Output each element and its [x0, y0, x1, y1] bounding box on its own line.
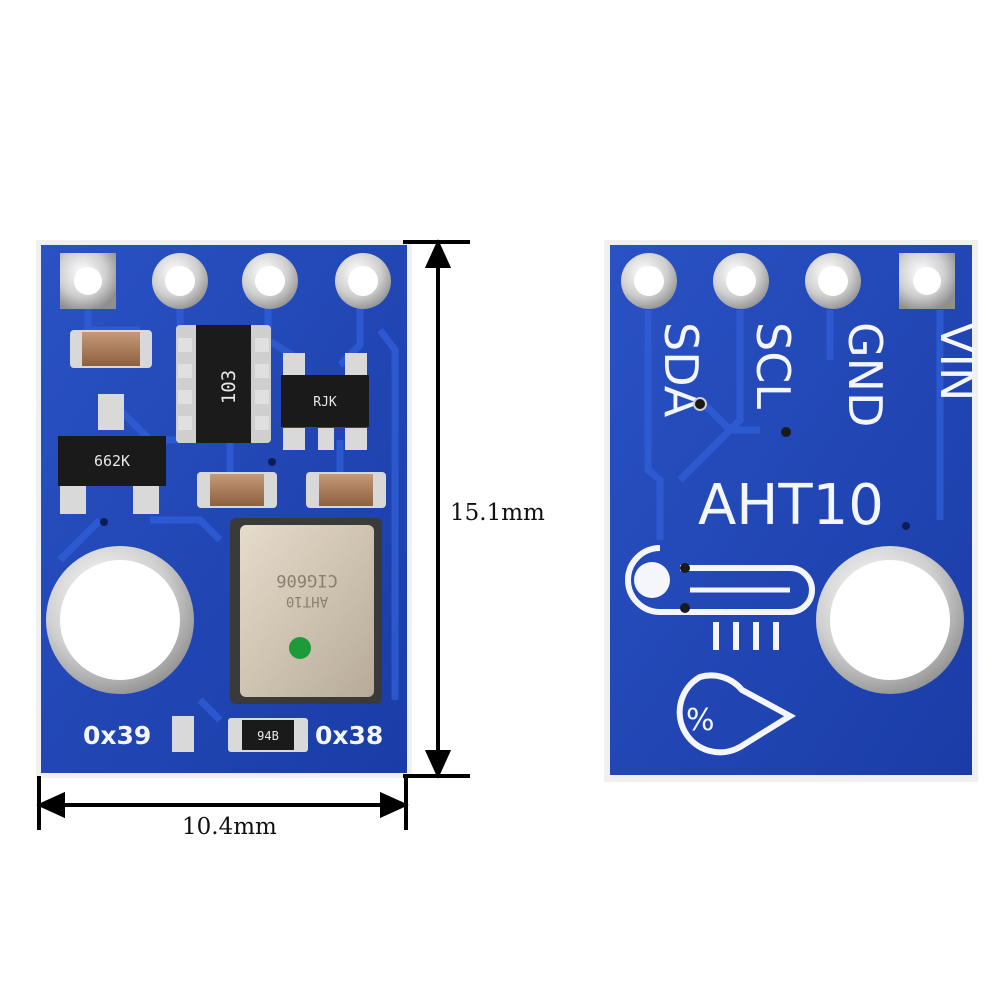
- via: [268, 458, 276, 466]
- sensor-marking-line2: AHT10: [286, 593, 328, 609]
- humidity-drop-icon: %: [676, 672, 796, 756]
- back-board: SDA SCL GND VIN AHT10 %: [604, 240, 984, 782]
- pin-label-scl: SCL: [746, 322, 800, 409]
- height-label: 15.1mm: [450, 500, 545, 526]
- pin-label-vin: VIN: [930, 322, 984, 401]
- back-header-pads: [621, 253, 955, 309]
- via: [781, 427, 791, 437]
- pad-hole: [348, 266, 378, 296]
- front-board: 103 RJK 662K: [36, 240, 412, 778]
- dimension-width: [36, 776, 409, 830]
- address-jumper-pad: [172, 716, 194, 752]
- sensor-green-dot: [289, 637, 311, 659]
- humidity-percent-symbol: %: [686, 703, 715, 738]
- front-header-pads: [60, 253, 391, 309]
- capacitor-c3: [306, 472, 386, 508]
- via: [902, 522, 910, 530]
- front-mounting-hole: [46, 546, 194, 694]
- sensor-marking-line1: CIG606: [276, 570, 337, 590]
- via: [680, 603, 690, 613]
- pad-hole: [255, 266, 285, 296]
- thermometer-icon: [625, 545, 815, 650]
- aht10-sensor-chip: CIG606 AHT10: [230, 518, 382, 704]
- via: [680, 563, 690, 573]
- pad-hole: [818, 266, 848, 296]
- pad-hole: [74, 267, 102, 295]
- resistor-array-103: 103: [176, 325, 271, 443]
- back-mounting-hole: [816, 546, 964, 694]
- width-label: 10.4mm: [182, 814, 277, 840]
- via: [100, 518, 108, 526]
- via: [693, 397, 707, 411]
- pad-hole: [165, 266, 195, 296]
- model-label: AHT10: [698, 473, 884, 538]
- transistor-marking: 662K: [94, 452, 130, 470]
- capacitor-c1: [70, 330, 152, 368]
- pin-label-gnd: GND: [838, 322, 892, 427]
- dimension-height: [403, 239, 470, 779]
- transistor-662k: 662K: [58, 394, 166, 514]
- regulator-chip: RJK: [281, 353, 369, 450]
- back-traces: [644, 310, 944, 540]
- address-label-0x39: 0x39: [83, 721, 151, 750]
- regulator-marking: RJK: [313, 395, 337, 410]
- resistor-94b: 94B: [228, 718, 308, 752]
- resistor-array-marking: 103: [218, 370, 240, 404]
- resistor-94b-marking: 94B: [257, 729, 279, 743]
- pad-hole: [634, 266, 664, 296]
- pad-hole: [726, 266, 756, 296]
- capacitor-c2: [197, 472, 277, 508]
- address-label-0x38: 0x38: [315, 721, 383, 750]
- pad-hole: [913, 267, 941, 295]
